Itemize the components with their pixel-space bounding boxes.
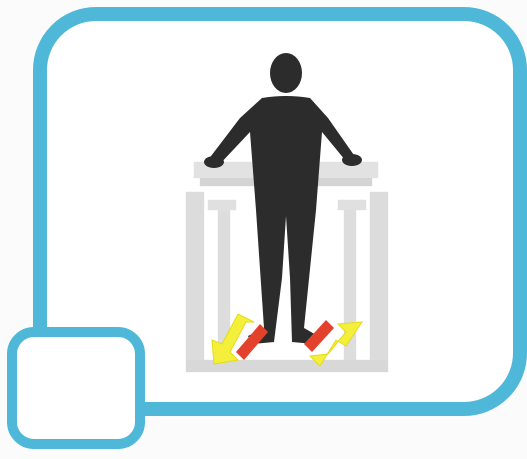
person-head [270, 53, 302, 93]
person-right-hand [342, 154, 362, 166]
right-outer-post [370, 192, 388, 368]
person-left-hand [204, 156, 224, 168]
left-outer-post [186, 192, 204, 368]
left-inner-cap [208, 200, 236, 210]
corner-tab [12, 332, 140, 444]
right-inner-cap [338, 200, 366, 210]
